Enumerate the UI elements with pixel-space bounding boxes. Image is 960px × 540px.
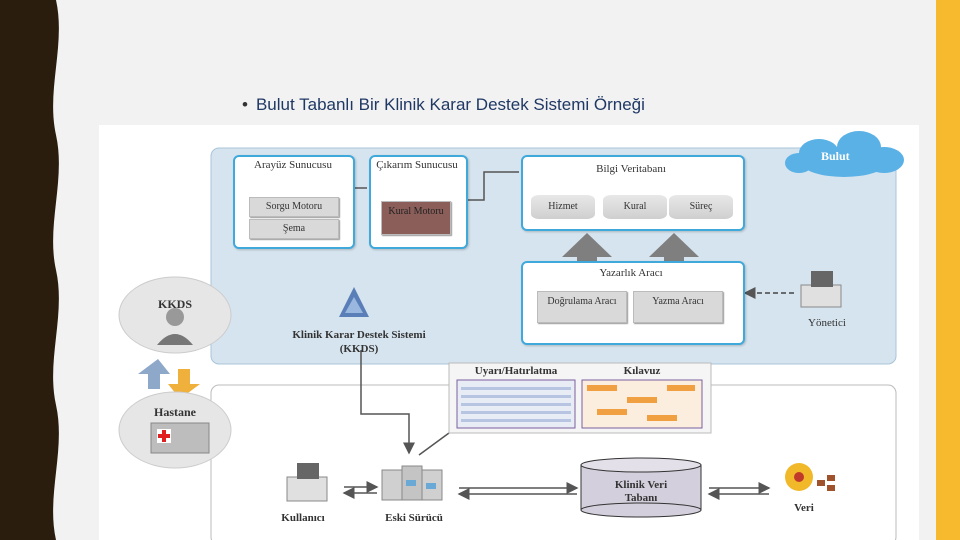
user-label: Kullanıcı [281,512,325,524]
system-abbr: (KKDS) [339,343,379,355]
diagram-graphics [118,131,904,540]
legacy-driver-label: Eski Sürücü [385,512,443,524]
kkds-logo-icon [339,287,369,317]
query-engine: Sorgu Motoru [249,197,339,217]
kkds-badge-label: KKDS [157,297,192,311]
data-icon [785,463,835,491]
clinical-db-label: Klinik Veri Tabanı [614,479,668,504]
slide-title-text: Bulut Tabanlı Bir Klinik Karar Destek Si… [255,95,645,114]
cloud-label: Bulut [821,149,850,163]
clinical-database-icon [580,457,702,518]
decorative-wavy-strip [0,0,59,540]
kb-service: Hizmet [531,195,595,219]
admin-label: Yönetici [808,317,846,329]
bullet: • [242,95,248,114]
guide-title: Kılavuz [623,365,661,377]
user-computer-icon [286,463,328,502]
cloud-icon [785,131,904,177]
data-label: Veri [794,502,814,514]
architecture-diagram: Bulut Arayüz Sunucusu Sorgu Motoru Şema … [99,125,919,540]
alert-title: Uyarı/Hatırlatma [474,365,558,377]
hospital-badge-label: Hastane [154,405,196,419]
accent-bar [936,0,960,540]
server-icon [381,465,443,501]
inference-server-title: Çıkarım Sunucusu [376,159,458,171]
up-arrow-icon [649,233,699,263]
up-arrow-icon [562,233,612,263]
interface-server-title: Arayüz Sunucusu [254,159,332,171]
system-name: Klinik Karar Destek Sistemi [292,329,426,341]
authoring-tool-title: Yazarlık Aracı [599,267,663,279]
swap-arrow-icon [138,359,170,389]
slide-title: • Bulut Tabanlı Bir Klinik Karar Destek S… [242,95,645,115]
kb-process: Süreç [669,195,733,219]
validation-tool: Doğrulama Aracı [537,291,627,323]
hospital-icon [150,422,210,454]
doctor-icon [157,308,193,345]
knowledge-base-title: Bilgi Veritabanı [596,163,666,175]
rule-engine: Kural Motoru [381,201,451,235]
admin-computer-icon [800,271,842,308]
writing-tool: Yazma Aracı [633,291,723,323]
swap-arrow-icon [168,369,200,399]
kb-rule: Kural [603,195,667,219]
schema: Şema [249,219,339,239]
